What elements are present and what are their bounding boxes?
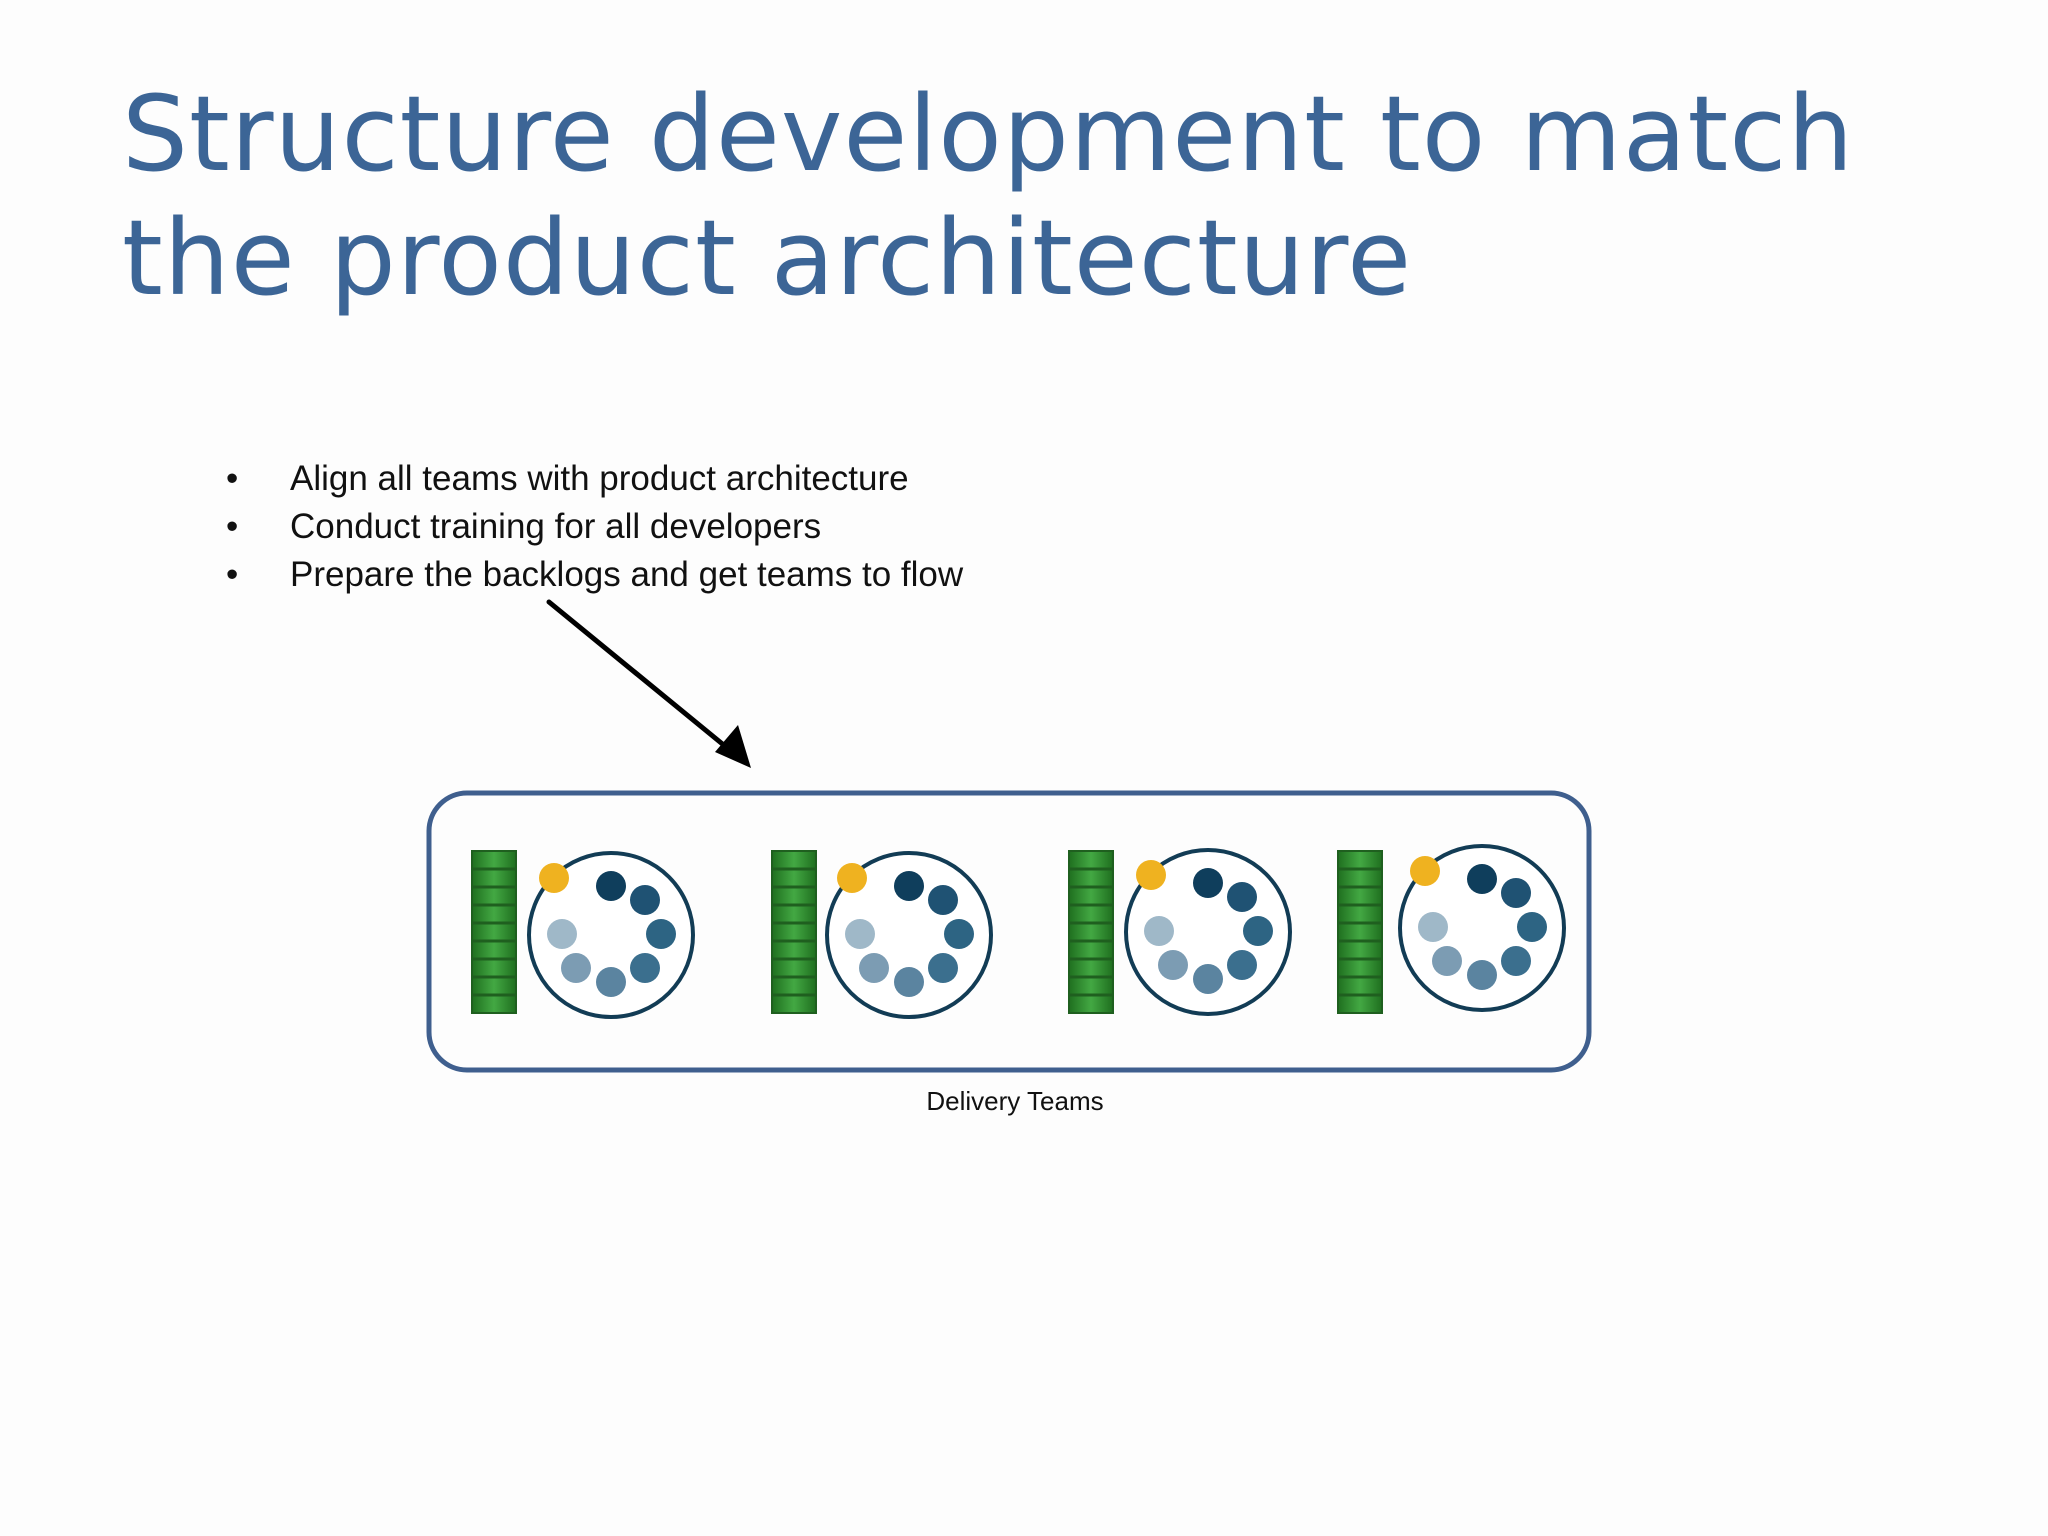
backlog-stack-body [471,850,517,1014]
team-member-dot [1227,950,1257,980]
slide-title-line-1: Structure development to match [122,73,1855,195]
team-member-dot [928,885,958,915]
backlog-stack-body [1068,850,1114,1014]
backlog-stack-body [771,850,817,1014]
team-circle-icon [1398,844,1566,1012]
bullet-text: Align all teams with product architectur… [290,459,909,498]
team-member-dot [1467,960,1497,990]
delivery-team [1068,848,1292,1016]
diagram-caption: Delivery Teams [926,1086,1104,1116]
bullet-item: • Prepare the backlogs and get teams to … [224,551,963,599]
team-member-dot [646,919,676,949]
team-member-dot [1193,964,1223,994]
bullet-text: Prepare the backlogs and get teams to fl… [290,555,964,594]
backlog-stack-icon [1337,850,1383,1014]
team-member-dot [1418,912,1448,942]
team-member-dot [845,919,875,949]
team-member-dot [894,967,924,997]
team-member-dot [1144,916,1174,946]
team-member-dot [1501,878,1531,908]
team-member-dot [1227,882,1257,912]
delivery-team [771,850,993,1019]
team-member-dot [928,953,958,983]
bullet-dot: • [226,507,239,546]
team-member-dot [1517,912,1547,942]
team-circle-icon [1124,848,1292,1016]
product-owner-dot [539,863,569,893]
team-member-dot [596,967,626,997]
slide-title: Structure development to match the produ… [122,72,1942,320]
team-member-dot [944,919,974,949]
backlog-stack-icon [1068,850,1114,1014]
team-circle-icon [527,851,695,1019]
team-member-dot [547,919,577,949]
team-member-dot [894,871,924,901]
team-circle-icon [825,851,993,1019]
team-member-dot [1432,946,1462,976]
delivery-team [471,850,695,1019]
team-member-dot [1243,916,1273,946]
backlog-stack-icon [471,850,517,1014]
team-member-dot [1193,868,1223,898]
product-owner-dot [1136,860,1166,890]
bullet-dot: • [226,459,239,498]
backlog-stack-body [1337,850,1383,1014]
delivery-teams-container [426,790,1592,1073]
product-owner-dot [1410,856,1440,886]
bullet-item: • Conduct training for all developers [224,503,963,551]
arrow-icon [546,599,751,768]
bullet-dot: • [226,555,239,594]
bullet-list: • Align all teams with product architect… [224,455,963,599]
bullet-text: Conduct training for all developers [290,507,822,546]
slide-title-line-2: the product architecture [122,197,1413,319]
team-member-dot [561,953,591,983]
team-member-dot [1501,946,1531,976]
team-member-dot [630,953,660,983]
backlog-stack-icon [771,850,817,1014]
product-owner-dot [837,863,867,893]
delivery-team [1337,844,1566,1014]
team-member-dot [1158,950,1188,980]
team-member-dot [1467,864,1497,894]
bullet-item: • Align all teams with product architect… [224,455,963,503]
team-member-dot [859,953,889,983]
team-member-dot [630,885,660,915]
team-member-dot [596,871,626,901]
teams-layer [471,844,1566,1019]
